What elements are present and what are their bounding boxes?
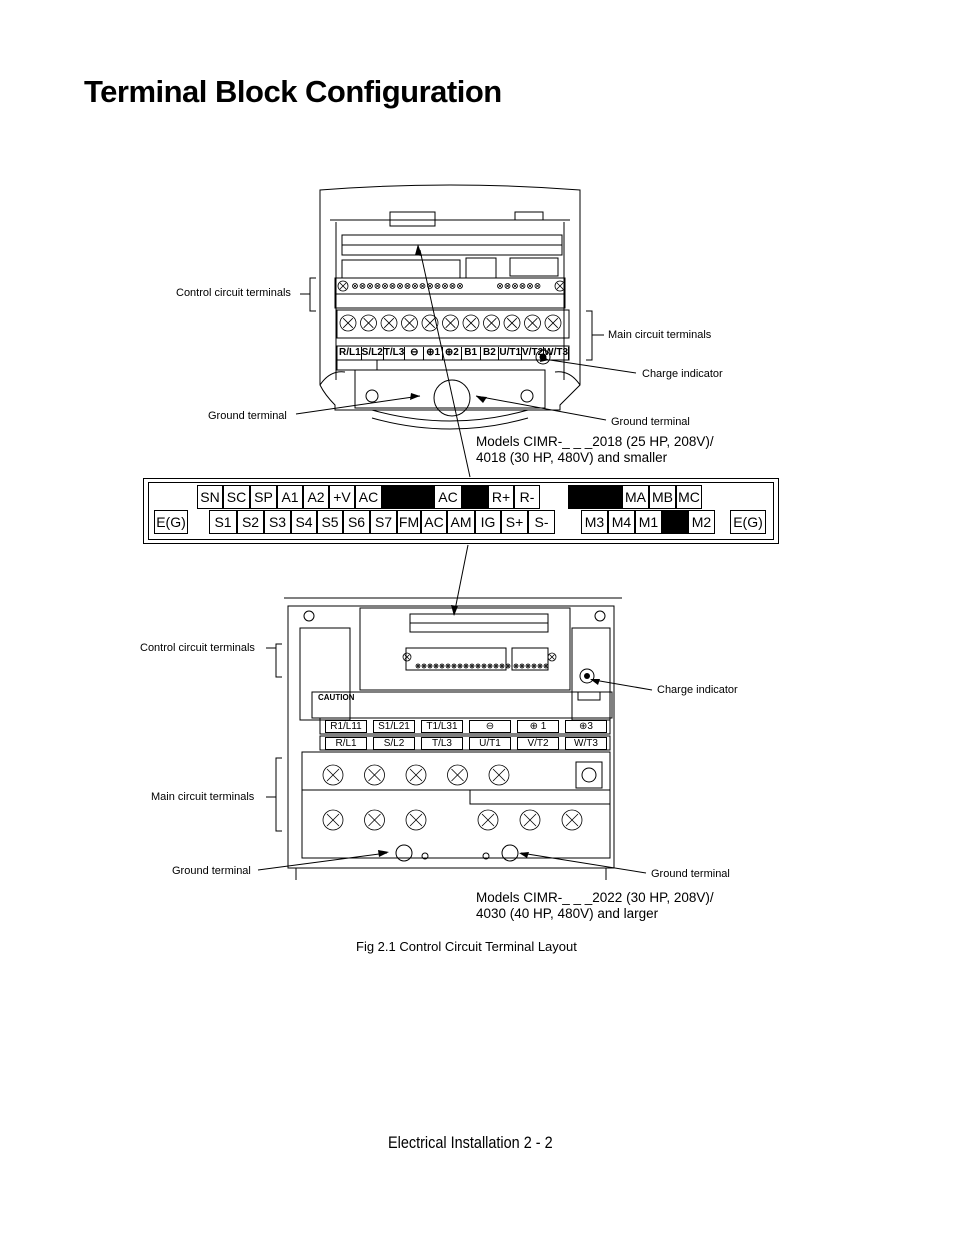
bottom-terminal-label: S/L2 — [373, 737, 415, 750]
strip-row1-terminal — [382, 485, 434, 509]
terminal-strip-inner — [148, 482, 774, 540]
strip-row1-terminal: SP — [250, 485, 277, 509]
bottom-control-label: Control circuit terminals — [140, 642, 255, 654]
strip-row1-terminal — [568, 485, 595, 509]
bottom-ground-right-label: Ground terminal — [651, 868, 730, 880]
strip-eg-left: E(G) — [154, 510, 188, 534]
strip-row2-terminal: S- — [528, 510, 555, 534]
top-control-label: Control circuit terminals — [176, 287, 291, 299]
strip-row1-terminal: A2 — [303, 485, 329, 509]
strip-row1-terminal: +V — [329, 485, 355, 509]
caution-label: CAUTION — [318, 693, 355, 702]
bottom-ground-left-label: Ground terminal — [172, 865, 251, 877]
bottom-terminal-label: U/T1 — [469, 737, 511, 750]
top-model-line2: 4018 (30 HP, 480V) and smaller — [476, 450, 668, 465]
page-title: Terminal Block Configuration — [84, 74, 502, 109]
strip-row2-terminal: S3 — [264, 510, 291, 534]
top-model-line1: Models CIMR-_ _ _2018 (25 HP, 208V)/ — [476, 434, 714, 449]
strip-row2-terminal: M3 — [581, 510, 608, 534]
top-power-terminal: ⊕2 — [443, 347, 462, 360]
strip-row2-terminal: M2 — [688, 510, 715, 534]
bottom-terminal-label: T/L3 — [421, 737, 463, 750]
strip-row2-terminal: AM — [447, 510, 475, 534]
page-footer: Electrical Installation 2 - 2 — [388, 1133, 553, 1152]
strip-row2-terminal: S4 — [291, 510, 317, 534]
strip-row1-terminal: AC — [355, 485, 382, 509]
bottom-terminal-label: W/T3 — [565, 737, 607, 750]
bottom-terminal-label: ⊕3 — [565, 720, 607, 733]
strip-row2-terminal: S2 — [237, 510, 264, 534]
top-main-label: Main circuit terminals — [608, 329, 712, 341]
bottom-terminal-label: S1/L21 — [373, 720, 415, 733]
strip-row2-terminal: FM — [397, 510, 421, 534]
top-ground-right-label: Ground terminal — [611, 416, 690, 428]
strip-row2-terminal: S1 — [209, 510, 237, 534]
strip-row1-terminal: MC — [676, 485, 702, 509]
top-power-terminal: U/T1 — [499, 347, 523, 360]
strip-row1-terminal: MA — [622, 485, 649, 509]
top-power-terminal: B2 — [481, 347, 500, 360]
strip-row1-terminal — [462, 485, 488, 509]
strip-row1-terminal: MB — [649, 485, 676, 509]
bottom-charge-label: Charge indicator — [657, 684, 738, 696]
bottom-terminal-label: ⊖ — [469, 720, 511, 733]
strip-row1-terminal — [595, 485, 622, 509]
terminal-strip-frame — [143, 478, 779, 544]
bottom-terminal-label: V/T2 — [517, 737, 559, 750]
top-power-terminal: W/T3 — [544, 347, 570, 360]
top-power-terminal: S/L2 — [361, 347, 384, 360]
strip-row2-terminal: IG — [475, 510, 501, 534]
strip-row1-terminal: A1 — [277, 485, 303, 509]
strip-row1-terminal: R- — [514, 485, 540, 509]
top-power-terminal: T/L3 — [383, 347, 406, 360]
strip-eg-right: E(G) — [730, 510, 766, 534]
bottom-terminal-label: R1/L11 — [325, 720, 367, 733]
top-power-terminal: ⊕1 — [424, 347, 443, 360]
bottom-model-line1: Models CIMR-_ _ _2022 (30 HP, 208V)/ — [476, 890, 714, 905]
bottom-terminal-row1: R1/L11 S1/L21 T1/L31 ⊖ ⊕ 1 ⊕3 — [322, 720, 610, 733]
strip-row1-terminal: SN — [197, 485, 223, 509]
top-charge-label: Charge indicator — [642, 368, 723, 380]
bottom-model-line2: 4030 (40 HP, 480V) and larger — [476, 906, 659, 921]
strip-row2-terminal: S6 — [343, 510, 370, 534]
strip-row2-terminal: M4 — [608, 510, 635, 534]
bottom-terminal-label: T1/L31 — [421, 720, 463, 733]
top-power-terminal: R/L1 — [339, 347, 362, 360]
strip-row2-terminal: S+ — [501, 510, 528, 534]
bottom-main-label: Main circuit terminals — [151, 791, 255, 803]
strip-row2-terminal — [662, 510, 688, 534]
bottom-terminal-row2: R/L1 S/L2 T/L3 U/T1 V/T2 W/T3 — [322, 737, 610, 750]
figure-caption: Fig 2.1 Control Circuit Terminal Layout — [356, 939, 577, 954]
top-power-terminal: ⊖ — [405, 347, 425, 360]
bottom-terminal-label: R/L1 — [325, 737, 367, 750]
top-power-terminal: V/T2 — [522, 347, 545, 360]
strip-row2-terminal: S5 — [317, 510, 343, 534]
strip-row1-terminal: SC — [223, 485, 250, 509]
strip-row1-terminal: AC — [434, 485, 462, 509]
top-power-terminal: B1 — [462, 347, 481, 360]
strip-row2-terminal: S7 — [370, 510, 397, 534]
strip-row2-terminal: AC — [421, 510, 447, 534]
bottom-terminal-label: ⊕ 1 — [517, 720, 559, 733]
top-ground-left-label: Ground terminal — [208, 410, 287, 422]
strip-row2-terminal: M1 — [635, 510, 662, 534]
strip-row1-terminal: R+ — [488, 485, 514, 509]
